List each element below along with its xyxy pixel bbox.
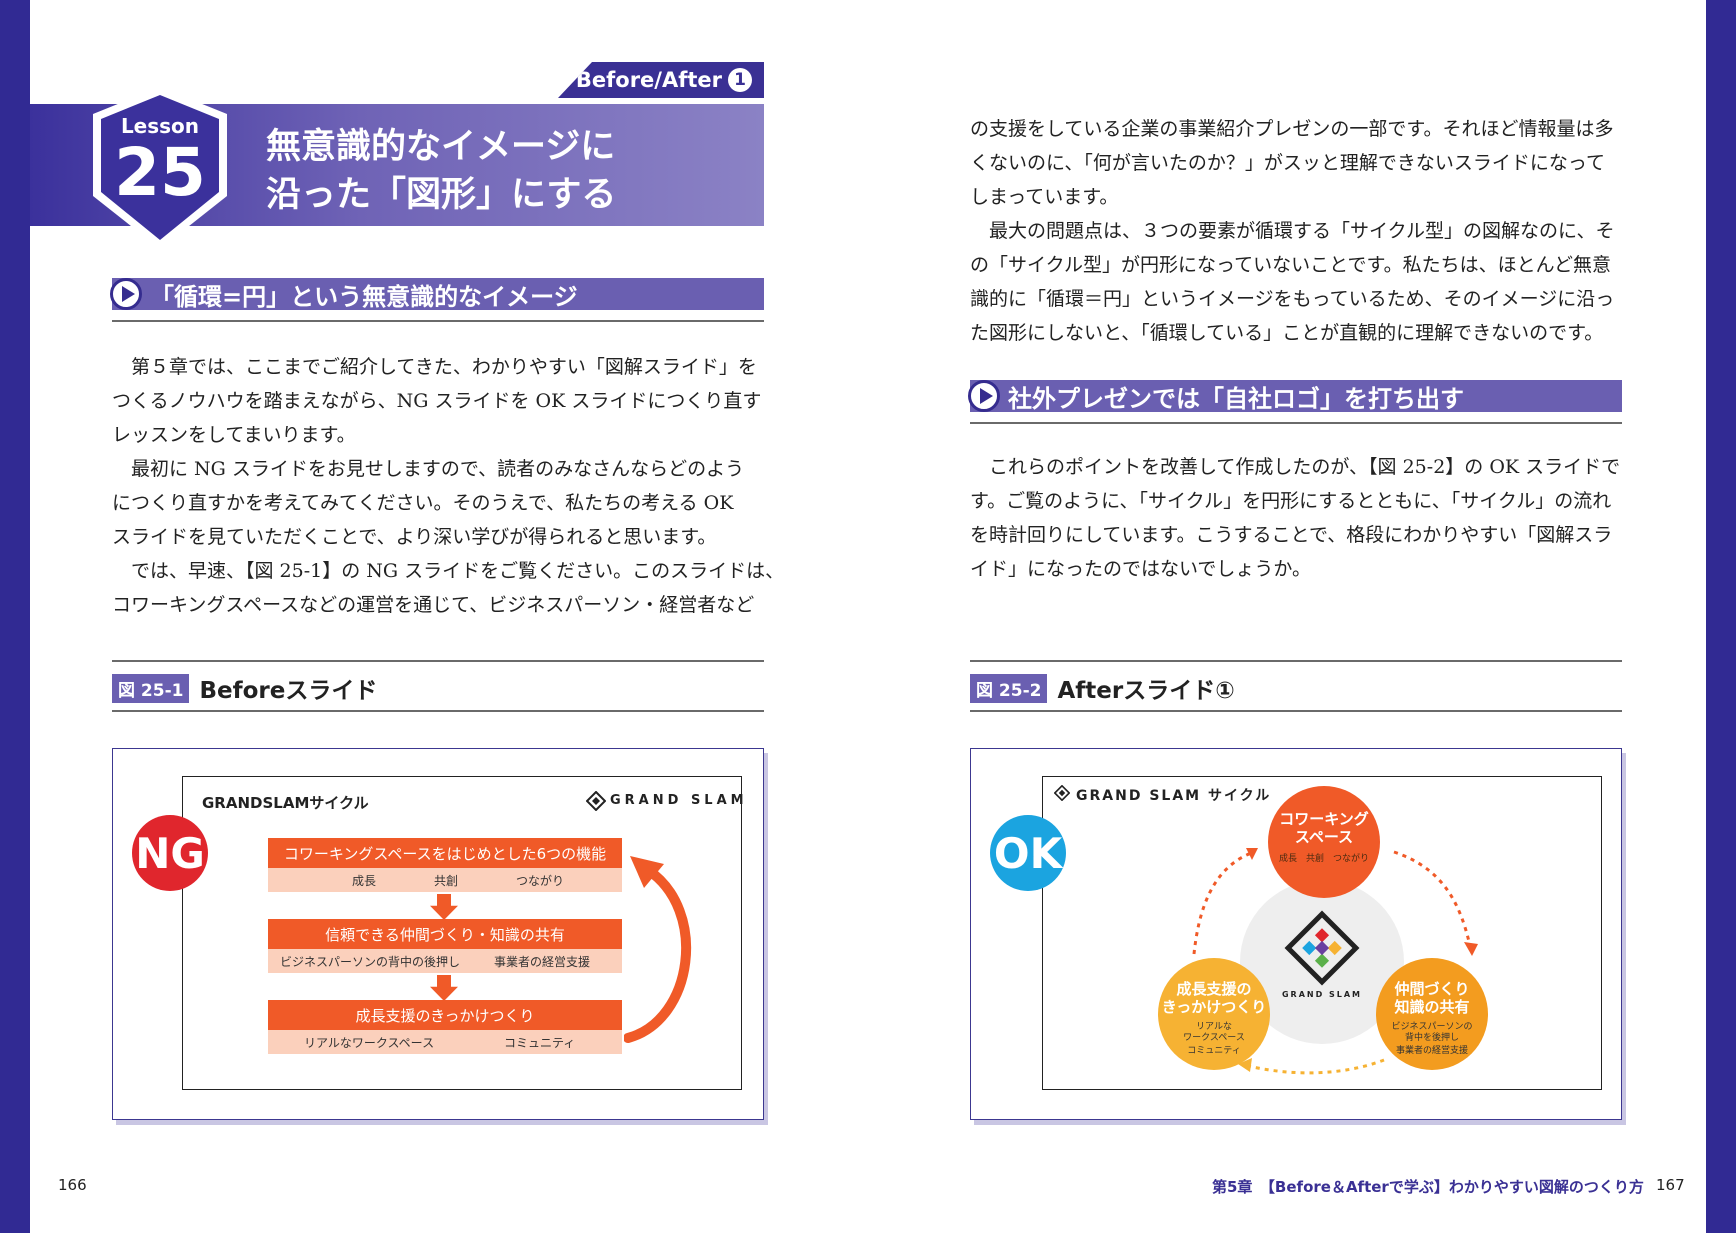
chapter-running-head: 第5章 【Before＆Afterで学ぶ】わかりやすい図解のつくり方 [1212,1178,1644,1196]
before-block-item: リアルなワークスペース [304,1036,435,1050]
circle-title-line: きっかけつくり [1161,998,1267,1016]
right-body-line: しまっています。 [970,186,1119,208]
right-section-rule [970,422,1622,424]
before-after-number: 1 [728,68,752,92]
grand-slam-logo-icon [586,791,606,811]
left-body-line: スライドを見ていただくことで、より深い学びが得られると思います。 [112,526,717,548]
center-logo-text: GRAND SLAM [1281,990,1363,999]
right-body-line: の支援をしている企業の事業紹介プレゼンの一部です。それほど情報量は多 [970,118,1614,140]
left-figure-id: 図 25-1 [112,673,190,703]
left-section-heading-text: 「循環=円」という無意識的なイメージ [150,282,578,311]
before-block-1-items: 成長 共創 つながり [268,868,622,892]
right-figure-rule-top [970,660,1622,662]
left-body-line: 最初に NG スライドをお見せしますので、読者のみなさんならどのよう [112,458,745,480]
before-block-item: 共創 [434,874,459,888]
cycle-arrows-icon [1192,848,1478,1075]
grand-slam-logo-icon [1054,785,1070,801]
before-block-item: 成長 [352,874,377,888]
right-body-line: す。ご覧のように、「サイクル」を円形にするとともに、「サイクル」の流れ [970,490,1612,512]
right-section-heading: 社外プレゼンでは「自社ロゴ」を打ち出す [968,380,1622,413]
left-figure-title: Beforeスライド [199,678,378,704]
left-body-line: つくるノウハウを踏まえながら、NG スライドを OK スライドにつくり直す [112,390,762,412]
right-figure-title: Afterスライド① [1057,678,1235,704]
right-page-number: 167 [1656,1176,1685,1194]
circle-sub-line: 成長 共創 つながり [1278,854,1369,864]
before-slide-logo-text: GRAND SLAM [610,793,748,808]
circle-title-line: 成長支援の [1176,980,1252,998]
circle-sub-line: 背中を後押し [1404,1033,1459,1043]
right-body-line: これらのポイントを改善して作成したのが、【図 25-2】の OK スライドで [970,456,1621,478]
left-section-heading: 「循環=円」という無意識的なイメージ [110,278,764,311]
cycle-circle-seicho: 成長支援の きっかけつくり リアルな ワークスペース コミュニティ [1158,958,1270,1070]
lesson-label: Lesson [120,114,200,138]
cycle-circle-coworking: コワーキング スペース 成長 共創 つながり [1268,786,1380,898]
lesson-number: 25 [114,134,206,211]
after-slide-title: GRAND SLAM サイクル [1076,788,1272,804]
grand-slam-center-logo-icon [1284,910,1360,986]
before-block-1-title: コワーキングスペースをはじめとした6つの機能 [268,838,622,868]
before-block-item: つながり [516,874,565,888]
circle-sub-line: ワークスペース [1183,1033,1245,1043]
circle-title-line: スペース [1294,828,1354,846]
right-figure-caption: 図 25-2 Afterスライド① [970,671,1235,705]
circle-title-line: 仲間づくり [1394,980,1470,998]
before-block-2-items: ビジネスパーソンの背中の後押し 事業者の経営支援 [268,949,622,973]
circle-sub-line: ビジネスパーソンの [1391,1022,1473,1032]
circle-sub-line: コミュニティ [1187,1046,1241,1056]
right-body-line: イド」になったのではないでしょうか。 [970,558,1312,580]
before-block-item: 事業者の経営支援 [494,955,591,969]
circle-title-line: 知識の共有 [1394,998,1470,1016]
left-body-line: では、早速、【図 25-1】の NG スライドをご覧ください。このスライドは、 [112,560,785,582]
right-body-line: 最大の問題点は、３つの要素が循環する「サイクル型」の図解なのに、そ [970,220,1615,242]
left-figure-rule-top [112,660,764,662]
right-body-line: を時計回りにしています。こうすることで、格段にわかりやすい「図解スラ [970,524,1613,546]
circle-sub-line: リアルな [1196,1022,1232,1032]
left-section-rule [112,320,764,322]
before-block-3-title: 成長支援のきっかけつくり [268,1000,622,1030]
before-after-tab: Before/After 1 [558,62,764,98]
before-block-item: コミュニティ [504,1036,576,1050]
ok-badge: OK [990,815,1066,891]
right-body-line: くないのに、「何が言いたのか？」がスッと理解できないスライドになって [970,152,1605,174]
before-block-item: ビジネスパーソンの背中の後押し [280,955,461,969]
curved-return-arrow-icon [624,856,692,1043]
before-block-2-title: 信頼できる仲間づくり・知識の共有 [268,919,622,949]
right-figure-rule-bottom [970,710,1622,712]
circle-sub-line: 事業者の経営支援 [1395,1046,1468,1056]
right-page-edge [1706,0,1736,1233]
cycle-circle-nakama: 仲間づくり 知識の共有 ビジネスパーソンの 背中を後押し 事業者の経営支援 [1376,958,1488,1070]
circle-title-line: コワーキング [1279,810,1369,828]
play-icon [968,380,1000,412]
right-body-line: 識的に「循環＝円」というイメージをもっているため、そのイメージに沿っ [970,288,1615,310]
right-body-line: の「サイクル型」が円形になっていないことです。私たちは、ほとんど無意 [970,254,1612,276]
left-body-line: につくり直すかを考えてみてください。そのうえで、私たちの考える OK [112,492,734,514]
left-figure-rule-bottom [112,710,764,712]
lesson-title-line-2: 沿った「図形」にする [266,175,617,215]
left-body-line: コワーキングスペースなどの運営を通じて、ビジネスパーソン・経営者など [112,594,755,616]
play-icon [110,278,142,310]
left-page-edge [0,0,30,1233]
lesson-shield-icon [93,87,227,249]
left-body-line: レッスンをしてまいります。 [112,424,356,446]
right-body-line: た図形にしないと、「循環している」ことが直観的に理解できないのです。 [970,322,1604,344]
left-page-number: 166 [58,1176,87,1194]
left-body-line: 第５章では、ここまでご紹介してきた、わかりやすい「図解スライド」を [112,356,757,378]
before-slide-title: GRANDSLAMサイクル [202,794,369,812]
left-figure-caption: 図 25-1 Beforeスライド [112,671,377,705]
ng-badge: NG [132,815,208,891]
lesson-title-line-1: 無意識的なイメージに [266,127,616,167]
before-after-label: Before/After [575,68,722,92]
right-figure-id: 図 25-2 [970,673,1048,703]
before-block-3-items: リアルなワークスペース コミュニティ [268,1030,622,1054]
right-section-heading-text: 社外プレゼンでは「自社ロゴ」を打ち出す [1008,384,1464,413]
